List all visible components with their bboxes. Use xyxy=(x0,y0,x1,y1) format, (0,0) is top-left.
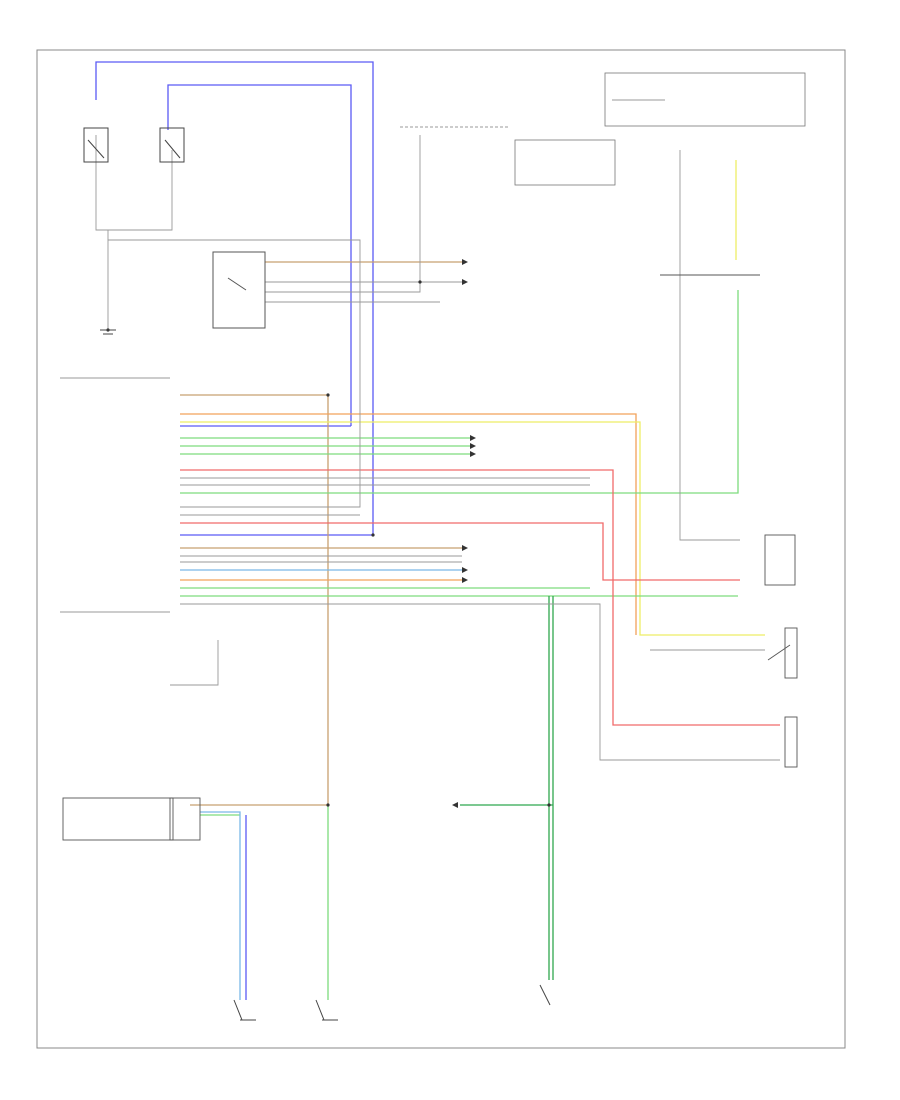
door-switch-right xyxy=(159,127,185,163)
bottom-left-unit xyxy=(62,797,201,841)
switch-box-middle xyxy=(212,251,266,329)
wire-orange xyxy=(180,413,637,635)
wire-red xyxy=(180,469,780,726)
wire-tan xyxy=(180,261,462,806)
diagram-border xyxy=(36,49,846,1049)
bottom-switches xyxy=(233,984,551,1021)
arrow-heads xyxy=(452,259,476,808)
relay-box-top xyxy=(400,72,806,186)
control-module-bracket xyxy=(60,377,170,613)
wire-blue xyxy=(95,61,374,1000)
wire-dark-green xyxy=(460,596,554,980)
wire-green xyxy=(180,290,739,1000)
wire-yellow xyxy=(180,160,765,636)
door-switch-left xyxy=(83,127,109,163)
wire-gray xyxy=(95,135,780,761)
ground-symbol xyxy=(100,329,116,335)
right-components xyxy=(660,274,798,768)
wire-light-blue xyxy=(180,569,462,1000)
